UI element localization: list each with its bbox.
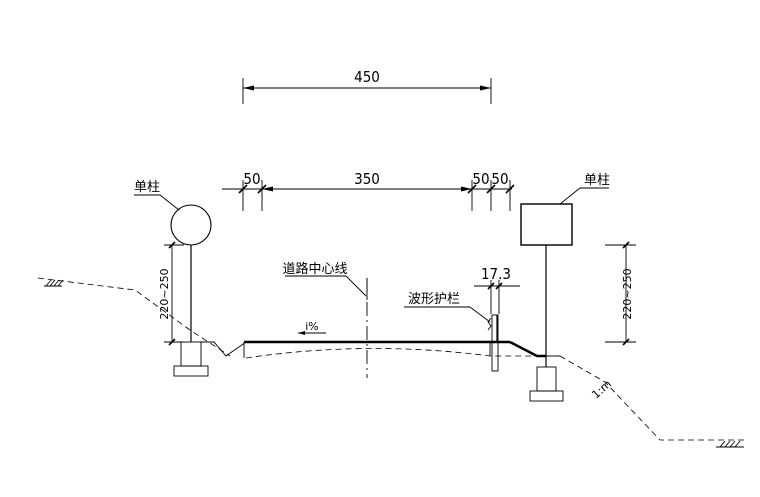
crossfall-label: i% — [305, 320, 319, 333]
ground-hatch-left — [44, 279, 64, 287]
right-sign-label: 单柱 — [584, 173, 610, 188]
centerline-label: 道路中心线 — [282, 261, 347, 277]
left-sign-assembly: 单柱 220~250 — [134, 180, 212, 377]
left-sign-label: 单柱 — [134, 180, 160, 195]
overall-width-dimension: 450 — [242, 68, 492, 104]
slope-ratio-label: 1:m — [589, 377, 614, 401]
ground-hatch-right — [716, 440, 744, 448]
right-sign-assembly: 单柱 220~250 — [520, 173, 636, 402]
left-shoulder-dimension: 50 — [243, 170, 260, 188]
original-ground-line — [37, 277, 745, 448]
crossfall-marker: i% — [298, 320, 326, 335]
circular-sign-panel — [170, 204, 212, 246]
right-sign-height-dimension: 220~250 — [621, 268, 634, 319]
guardrail-offset-dimension: 17.3 — [481, 265, 511, 283]
lane-dimension-chain: 50 350 50 50 — [222, 170, 515, 211]
right-shoulder-dimension-2: 50 — [491, 170, 508, 188]
guardrail-label: 波形护栏 — [408, 292, 460, 307]
wave-guardrail: 波形护栏 17.3 — [404, 265, 520, 372]
left-sign-height-dimension: 220~250 — [158, 268, 171, 319]
slope-ratio: 1:m — [589, 377, 614, 401]
road-structure — [200, 340, 560, 358]
carriageway-dimension: 350 — [354, 170, 380, 188]
road-centerline: 道路中心线 — [282, 261, 368, 378]
rectangular-sign-panel — [520, 203, 573, 246]
right-shoulder-dimension-1: 50 — [472, 170, 489, 188]
overall-width-label: 450 — [354, 68, 380, 86]
